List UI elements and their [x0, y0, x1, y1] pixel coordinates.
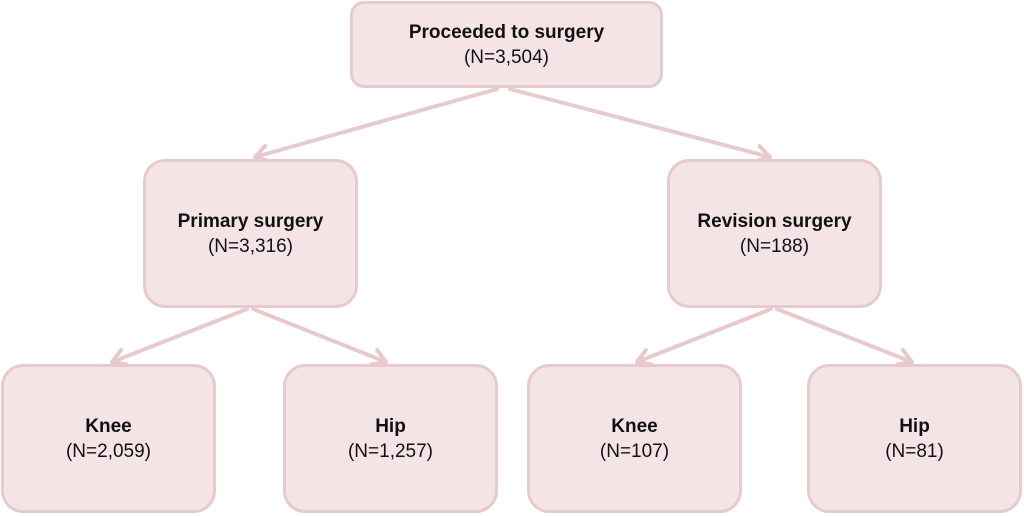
- node-primary-surgery: Primary surgery (N=3,316): [143, 159, 358, 308]
- node-count: (N=2,059): [65, 440, 152, 462]
- node-count: (N=1,257): [347, 440, 434, 462]
- arrow-revision-to-hip: [775, 307, 914, 367]
- node-revision-surgery: Revision surgery (N=188): [667, 159, 882, 308]
- node-primary-hip: Hip (N=1,257): [283, 364, 498, 513]
- node-label: Knee: [85, 415, 132, 437]
- node-count: (N=81): [885, 440, 944, 462]
- node-label: Knee: [611, 415, 658, 437]
- node-label: Revision surgery: [697, 210, 852, 232]
- arrow-root-to-primary: [253, 87, 499, 164]
- node-revision-hip: Hip (N=81): [807, 364, 1022, 513]
- node-count: (N=107): [599, 440, 670, 462]
- node-label: Hip: [375, 415, 406, 437]
- node-count: (N=3,316): [207, 235, 294, 257]
- node-revision-knee: Knee (N=107): [527, 364, 742, 513]
- arrowhead: [895, 348, 914, 367]
- node-proceeded-to-surgery: Proceeded to surgery (N=3,504): [350, 1, 663, 88]
- node-label: Proceeded to surgery: [408, 21, 605, 43]
- arrow-revision-to-knee: [635, 307, 773, 367]
- node-primary-knee: Knee (N=2,059): [1, 364, 216, 513]
- node-label: Hip: [899, 415, 930, 437]
- arrowhead: [369, 347, 388, 367]
- arrowhead: [110, 348, 129, 367]
- node-count: (N=3,504): [463, 46, 550, 68]
- arrow-root-to-revision: [508, 87, 772, 164]
- arrow-primary-to-hip: [251, 307, 388, 367]
- node-label: Primary surgery: [177, 210, 324, 232]
- arrow-primary-to-knee: [110, 307, 249, 367]
- node-count: (N=188): [739, 235, 810, 257]
- arrowhead: [635, 348, 654, 367]
